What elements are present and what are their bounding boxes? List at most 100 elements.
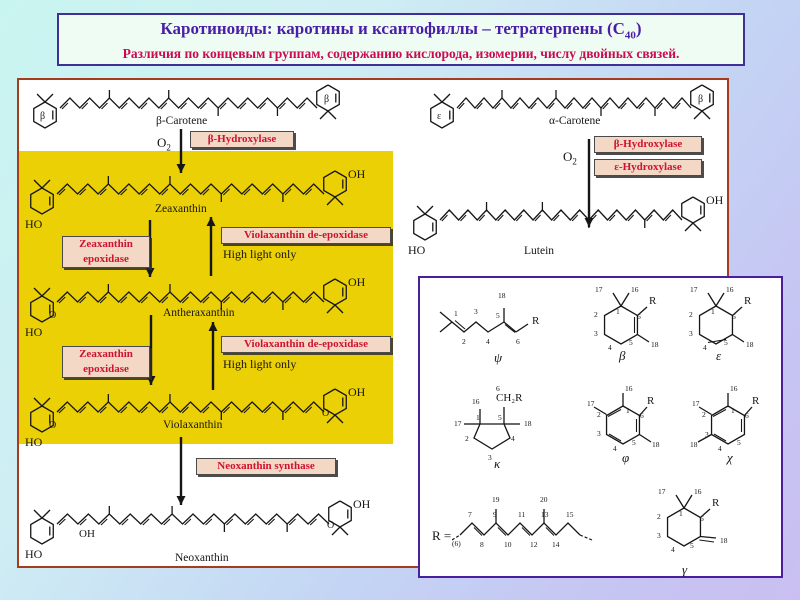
carbon-number: 5 [737, 438, 741, 447]
carbon-number: 6 [640, 411, 644, 420]
high-light-note-2: High light only [223, 357, 297, 371]
carbon-number: 5 [724, 338, 728, 347]
compound-label: α-Carotene [549, 115, 600, 127]
carbon-number: 1 [616, 307, 620, 316]
title-subscript: 40 [624, 29, 636, 42]
methyl-carbon-number: 20 [540, 495, 548, 504]
epoxide-label: O [49, 310, 56, 321]
hydroxyl-label: HO [25, 547, 43, 561]
hydroxyl-label: HO [25, 435, 43, 449]
oxygen-symbol: O [157, 135, 167, 150]
enzyme-line2: epoxidase [83, 253, 129, 265]
high-light-note-1: High light only [223, 247, 297, 261]
carbon-number: 4 [613, 444, 617, 453]
carbon-number: 16 [730, 384, 738, 393]
carbon-number: 18 [651, 340, 659, 349]
carbon-number: 18 [720, 536, 728, 545]
enzyme-box-violaxanthin-deepoxidase-2: Violaxanthin de-epoxidase [221, 336, 391, 353]
r-substituent-label: R [649, 295, 657, 307]
carbon-number: 5 [498, 413, 502, 422]
compound-label: Zeaxanthin [155, 203, 207, 215]
carbon-number: 3 [705, 430, 709, 439]
carbon-number: 3 [689, 329, 693, 338]
carbon-number: 2 [657, 512, 661, 521]
hydroxyl-label: OH [348, 275, 366, 289]
enzyme-box-neoxanthin-synthase: Neoxanthin synthase [196, 458, 336, 475]
enzyme-line1: Zeaxanthin [79, 238, 133, 250]
r-chain-prefix: R = [432, 528, 452, 543]
carbon-number: 18 [746, 340, 754, 349]
r-substituent-label: CH₂R [496, 392, 523, 404]
carbon-number: 18 [690, 440, 698, 449]
compound-label: Lutein [524, 245, 554, 257]
chain-carbon-number: 13 [541, 510, 549, 519]
chain-carbon-number: 14 [552, 540, 560, 549]
chain-carbon-number: 9 [493, 510, 497, 519]
carbon-number: 4 [718, 444, 722, 453]
hydroxyl-label: OH [348, 385, 366, 399]
ring-letter: β [698, 94, 703, 105]
carbon-number: 6 [637, 312, 641, 321]
carbon-number: 1 [731, 406, 735, 415]
carbon-number: 18 [524, 419, 532, 428]
r-substituent-label: R [712, 497, 720, 509]
enzyme-box-beta-hydroxylase-right: β-Hydroxylase [594, 136, 702, 153]
oxygen-label-right: O2 [563, 149, 577, 167]
hydroxyl-label: HO [25, 325, 43, 339]
oxygen-symbol: O [563, 149, 573, 164]
carbon-number: 4 [671, 545, 675, 554]
chain-carbon-number: 12 [530, 540, 538, 549]
epoxide-label: O [322, 408, 329, 419]
carbon-number: 1 [711, 307, 715, 316]
carbon-number: 6 [516, 337, 520, 346]
carbon-number: 2 [594, 310, 598, 319]
r-substituent-label: R [752, 395, 760, 407]
title-box: Каротиноиды: каротины и ксантофиллы – те… [57, 13, 745, 66]
carbon-number: 1 [454, 309, 458, 318]
r-substituent-label: R [647, 395, 655, 407]
compound-label: Antheraxanthin [163, 307, 235, 319]
oxygen-subscript: 2 [572, 156, 577, 167]
r-substituent-label: R [744, 295, 752, 307]
carbon-number: 17 [587, 399, 595, 408]
carbon-number: 16 [694, 487, 702, 496]
carbon-number: 16 [726, 285, 734, 294]
carbon-number: 5 [629, 338, 633, 347]
hydroxyl-label: OH [348, 167, 366, 181]
carbon-number: 2 [689, 310, 693, 319]
carbon-number: 2 [465, 434, 469, 443]
carbon-number: 3 [594, 329, 598, 338]
carbon-number: 17 [690, 285, 698, 294]
carbon-number: 18 [652, 440, 660, 449]
enzyme-line2: epoxidase [83, 363, 129, 375]
compound-label: Neoxanthin [175, 552, 229, 564]
carbon-number: 4 [703, 343, 707, 352]
carbon-number: 18 [498, 291, 506, 300]
end-group-symbol: γ [682, 562, 688, 577]
carbon-number: 16 [631, 285, 639, 294]
compound-label: β-Carotene [156, 115, 207, 127]
carbon-number: 5 [690, 541, 694, 550]
chain-carbon-number: 11 [518, 510, 525, 519]
chain-carbon-number: 7 [468, 510, 472, 519]
